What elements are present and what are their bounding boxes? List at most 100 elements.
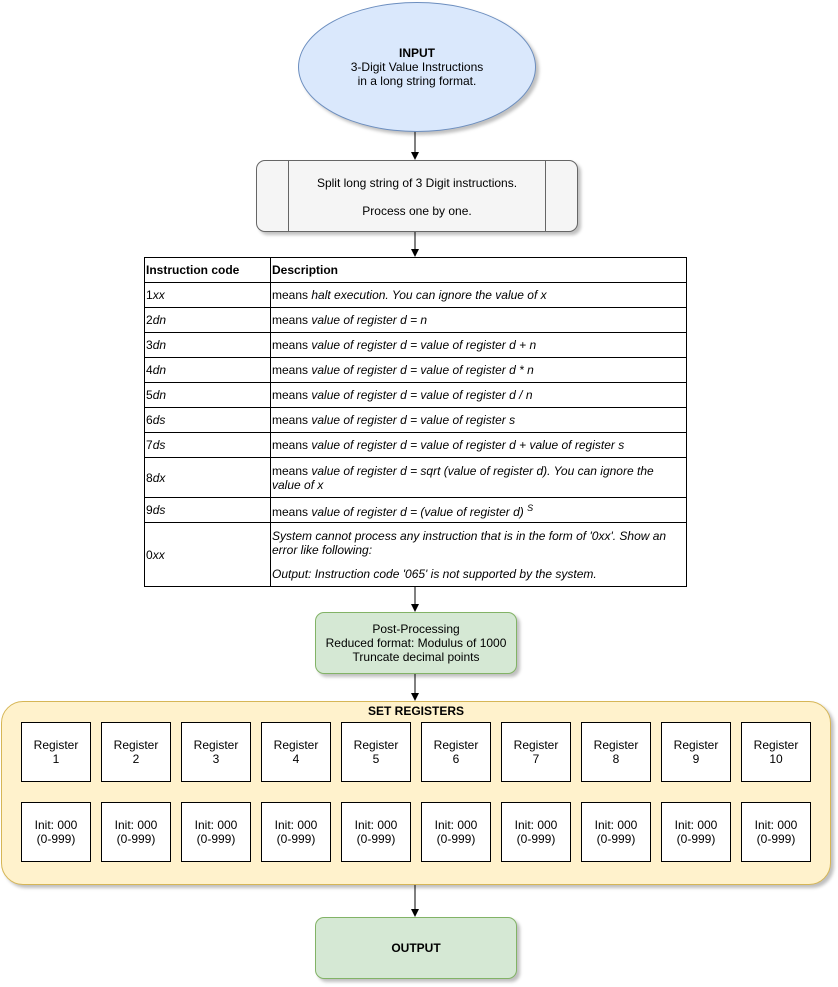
init-value: Init: 000 — [514, 818, 558, 832]
register-number: 4 — [292, 752, 300, 766]
desc-cell: means value of register d = value of reg… — [270, 432, 687, 458]
table-row: 5dn means value of register d = value of … — [144, 382, 687, 408]
desc-plain: means — [272, 363, 309, 377]
input-node: INPUT 3-Digit Value Instructions in a lo… — [298, 2, 536, 132]
output-node: OUTPUT — [315, 917, 517, 979]
split-line-2: Process one by one. — [362, 204, 472, 218]
code-suffix: ds — [152, 503, 166, 517]
register-init-box: Init: 000(0-999) — [101, 802, 171, 862]
register-number: 5 — [372, 752, 380, 766]
desc-cell: means value of register d = (value of re… — [270, 497, 687, 523]
register-number: 10 — [769, 752, 783, 766]
code-suffix: dx — [152, 470, 166, 485]
desc-cell: means value of register d = value of reg… — [270, 382, 687, 408]
desc-italic: value of register d = sqrt (value of reg… — [272, 463, 658, 492]
input-title: INPUT — [399, 46, 435, 60]
desc-plain: means — [272, 463, 309, 478]
register-label: Register — [33, 738, 79, 752]
register-number: 6 — [452, 752, 460, 766]
code-cell: 6ds — [144, 407, 271, 433]
table-header-row: Instruction code Description — [144, 257, 687, 283]
desc-cell: means value of register d = value of reg… — [270, 357, 687, 383]
code-suffix: dn — [152, 313, 167, 327]
input-line-1: 3-Digit Value Instructions — [350, 60, 484, 74]
code-cell: 7ds — [144, 432, 271, 458]
init-range: (0-999) — [356, 832, 396, 846]
desc-plain: means — [272, 505, 309, 519]
desc-cell: means value of register d = value of reg… — [270, 332, 687, 358]
init-range: (0-999) — [516, 832, 556, 846]
header-instruction-code: Instruction code — [144, 257, 271, 283]
header-description: Description — [270, 257, 687, 283]
code-prefix: 7 — [146, 438, 153, 452]
code-prefix: 3 — [146, 338, 153, 352]
post-line-3: Truncate decimal points — [352, 650, 480, 664]
init-range: (0-999) — [756, 832, 796, 846]
code-cell: 0xx — [144, 522, 271, 587]
register-label: Register — [513, 738, 559, 752]
process-right-bar — [545, 161, 546, 231]
init-value: Init: 000 — [274, 818, 318, 832]
register-init-box: Init: 000(0-999) — [421, 802, 491, 862]
desc-italic: value of register d = value of register … — [308, 338, 537, 352]
register-label: Register — [673, 738, 719, 752]
init-range: (0-999) — [36, 832, 76, 846]
init-range: (0-999) — [436, 832, 476, 846]
init-value: Init: 000 — [114, 818, 158, 832]
code-prefix: 6 — [146, 413, 153, 427]
table-row-0xx: 0xx System cannot process any instructio… — [144, 522, 687, 587]
split-process-node: Split long string of 3 Digit instruction… — [256, 160, 578, 232]
register-label: Register — [113, 738, 159, 752]
code-cell: 8dx — [144, 457, 271, 498]
desc-plain: means — [272, 338, 309, 352]
desc-italic: value of register d = value of register … — [308, 363, 534, 377]
code-suffix: dn — [152, 388, 167, 402]
set-registers-title: SET REGISTERS — [367, 704, 465, 718]
register-label: Register — [273, 738, 319, 752]
init-value: Init: 000 — [34, 818, 78, 832]
init-range: (0-999) — [676, 832, 716, 846]
code-cell: 1xx — [144, 282, 271, 308]
register-label: Register — [433, 738, 479, 752]
register-number: 1 — [52, 752, 60, 766]
init-value: Init: 000 — [194, 818, 238, 832]
desc-plain: means — [272, 388, 309, 402]
table-row: 2dn means value of register d = n — [144, 307, 687, 333]
init-value: Init: 000 — [754, 818, 798, 832]
desc-superscript: S — [527, 503, 534, 513]
code-prefix: 8 — [146, 470, 153, 485]
desc-italic: value of register d = value of register … — [308, 388, 533, 402]
code-prefix: 0 — [146, 547, 153, 562]
desc-line-1: System cannot process any instruction th… — [272, 528, 667, 557]
desc-cell: means value of register d = sqrt (value … — [270, 457, 687, 498]
register-number: 2 — [132, 752, 140, 766]
register-init-box: Init: 000(0-999) — [661, 802, 731, 862]
register-init-box: Init: 000(0-999) — [501, 802, 571, 862]
code-prefix: 2 — [146, 313, 153, 327]
register-init-box: Init: 000(0-999) — [741, 802, 811, 862]
post-line-2: Reduced format: Modulus of 1000 — [325, 636, 507, 650]
code-suffix: dn — [152, 363, 167, 377]
register-label: Register — [353, 738, 399, 752]
desc-italic: value of register d = value of register … — [308, 413, 516, 427]
desc-cell: System cannot process any instruction th… — [270, 522, 687, 587]
init-value: Init: 000 — [594, 818, 638, 832]
code-prefix: 5 — [146, 388, 153, 402]
register-init-box: Init: 000(0-999) — [181, 802, 251, 862]
code-suffix: xx — [152, 547, 165, 562]
code-cell: 4dn — [144, 357, 271, 383]
desc-cell: means value of register d = n — [270, 307, 687, 333]
code-suffix: ds — [152, 413, 166, 427]
